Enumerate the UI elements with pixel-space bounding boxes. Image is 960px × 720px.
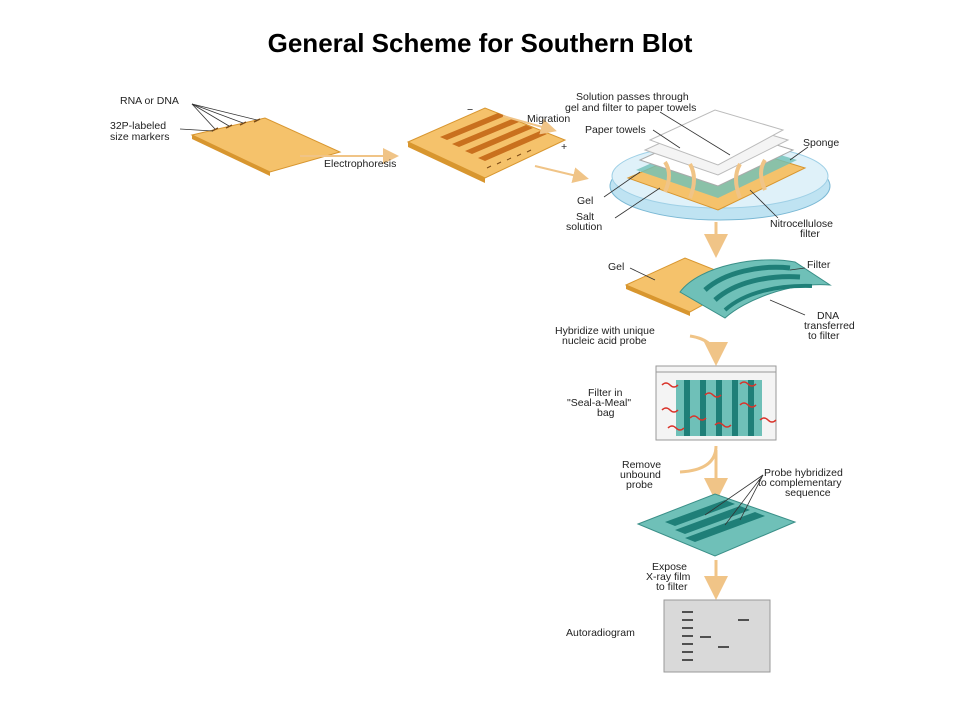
label-gel-2: Gel (608, 261, 624, 273)
label-remove-2: unbound (620, 469, 661, 481)
label-nitro-1: Nitrocellulose (770, 218, 833, 230)
label-hyb-1: Hybridize with unique (555, 325, 655, 337)
gel-and-filter (624, 257, 832, 319)
label-hyb-2: nucleic acid probe (562, 335, 647, 347)
hybridized-filter (636, 493, 797, 557)
label-dna-1: DNA (817, 310, 839, 322)
page-title: General Scheme for Southern Blot (267, 28, 693, 58)
seal-a-meal-bag (655, 365, 777, 441)
label-salt-2: solution (566, 221, 602, 233)
label-size-markers-2: size markers (110, 131, 170, 143)
label-paper-towels: Paper towels (585, 124, 646, 136)
label-bag-2: "Seal-a-Meal" (567, 397, 631, 409)
label-autoradiogram: Autoradiogram (566, 627, 635, 639)
label-expose-2: X-ray film (646, 571, 691, 583)
label-expose-3: to filter (656, 581, 688, 593)
autoradiogram-film (663, 599, 771, 673)
migration-arrow (502, 115, 557, 135)
label-probe-1: Probe hybridized (764, 467, 843, 479)
label-solution-1: Solution passes through (576, 91, 689, 103)
transfer-arrow (534, 165, 589, 183)
label-migration: Migration (527, 113, 570, 125)
transfer-dish (609, 109, 831, 221)
dish-pointer-lines (603, 111, 809, 219)
label-minus: − (467, 104, 473, 116)
label-plus: + (561, 141, 567, 153)
label-nitro-2: filter (800, 228, 820, 240)
label-bag-3: bag (597, 407, 615, 419)
filter-pointer-lines (629, 267, 806, 316)
label-remove-1: Remove (622, 459, 661, 471)
label-electrophoresis: Electrophoresis (324, 158, 396, 170)
label-salt-1: Salt (576, 211, 594, 223)
probe-pointer-lines (704, 474, 764, 526)
label-probe-3: sequence (785, 487, 831, 499)
label-size-markers-1: 32P-labeled (110, 120, 166, 132)
label-remove-3: probe (626, 479, 653, 491)
label-gel: Gel (577, 195, 593, 207)
label-dna-3: to filter (808, 330, 840, 342)
label-solution-2: gel and filter to paper towels (565, 102, 696, 114)
label-rna-or-dna: RNA or DNA (120, 95, 179, 107)
label-filter: Filter (807, 259, 831, 271)
step-arrow-2 (689, 334, 728, 366)
label-bag-1: Filter in (588, 387, 623, 399)
gel-with-samples (190, 117, 342, 176)
sample-pointer-lines (179, 103, 258, 132)
label-probe-2: to complementary (758, 477, 842, 489)
label-dna-2: transferred (804, 320, 855, 332)
step-arrow-3 (679, 445, 718, 474)
label-expose-1: Expose (652, 561, 687, 573)
gel-with-bands (406, 107, 567, 183)
label-sponge: Sponge (803, 137, 839, 149)
